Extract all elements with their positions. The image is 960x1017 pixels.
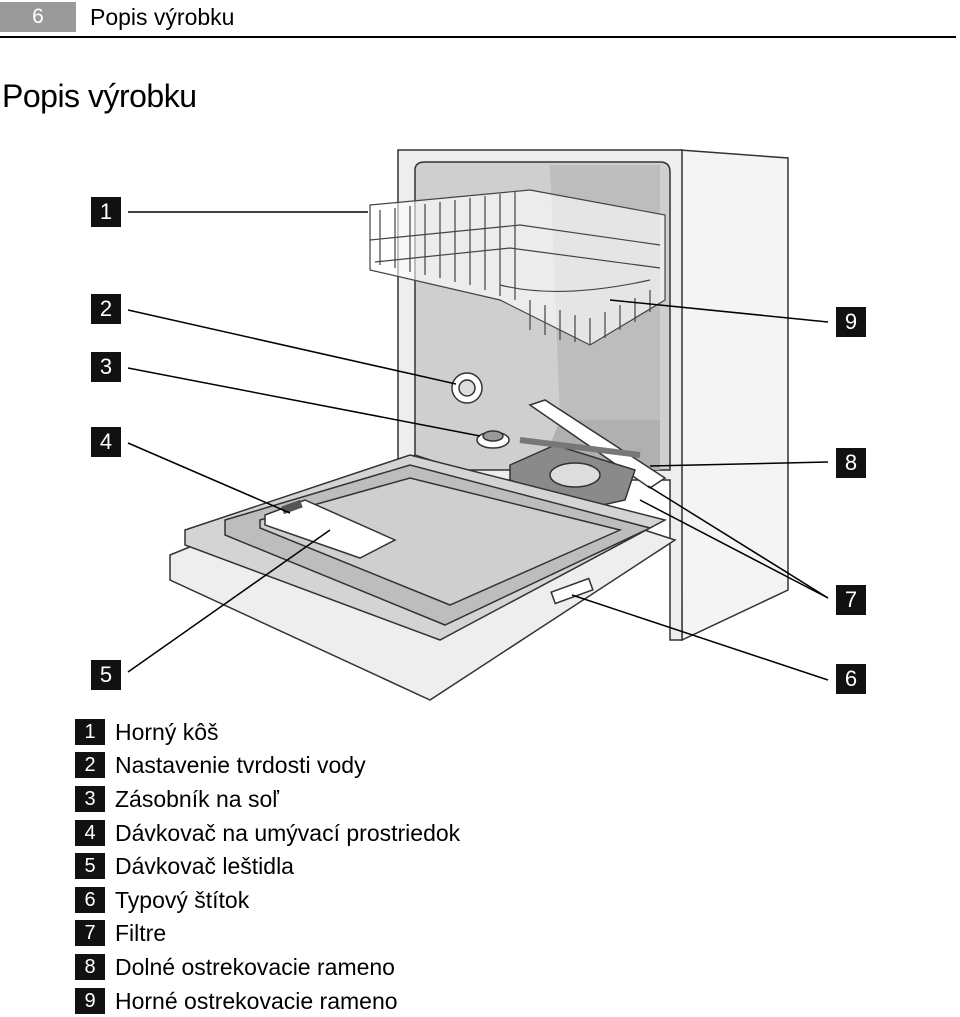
page-number: 6 xyxy=(0,2,76,32)
legend-item: 4 Dávkovač na umývací prostriedok xyxy=(75,816,460,850)
legend-item: 8 Dolné ostrekovacie rameno xyxy=(75,950,460,984)
legend-label: Typový štítok xyxy=(115,886,250,913)
legend-item: 1 Horný kôš xyxy=(75,715,460,749)
legend-item: 2 Nastavenie tvrdosti vody xyxy=(75,749,460,783)
legend-label: Horný kôš xyxy=(115,718,219,745)
legend-number: 4 xyxy=(75,819,105,846)
legend-number: 8 xyxy=(75,953,105,980)
header-title: Popis výrobku xyxy=(90,4,235,30)
legend-label: Filtre xyxy=(115,920,167,947)
page-header: 6 Popis výrobku xyxy=(0,0,960,38)
callout-2: 2 xyxy=(91,294,121,324)
legend-label: Dávkovač leštidla xyxy=(115,853,294,880)
callout-9: 9 xyxy=(836,307,866,337)
callout-4: 4 xyxy=(91,427,121,457)
legend-number: 5 xyxy=(75,853,105,880)
callout-5: 5 xyxy=(91,660,121,690)
legend-number: 1 xyxy=(75,718,105,745)
upper-basket xyxy=(369,189,666,346)
upper-spray-arm xyxy=(528,399,667,489)
leader-lines xyxy=(127,211,829,681)
legend-label: Zásobník na soľ xyxy=(115,785,279,812)
legend-number: 9 xyxy=(75,987,105,1014)
callout-6: 6 xyxy=(836,664,866,694)
legend-number: 7 xyxy=(75,920,105,947)
legend-item: 7 Filtre xyxy=(75,917,460,951)
legend-number: 6 xyxy=(75,886,105,913)
legend-label: Dolné ostrekovacie rameno xyxy=(115,953,395,980)
legend-item: 9 Horné ostrekovacie rameno xyxy=(75,984,460,1017)
dishwasher-illustration xyxy=(127,149,829,701)
legend-label: Dávkovač na umývací prostriedok xyxy=(115,819,461,846)
legend-number: 2 xyxy=(75,752,105,779)
header-rule xyxy=(0,36,956,38)
callout-3: 3 xyxy=(91,352,121,382)
legend-label: Nastavenie tvrdosti vody xyxy=(115,752,366,779)
lower-spray-arm xyxy=(519,437,641,458)
callout-8: 8 xyxy=(836,448,866,478)
legend-item: 6 Typový štítok xyxy=(75,883,460,917)
rating-plate xyxy=(550,577,594,605)
cabinet-side xyxy=(679,149,789,642)
page-title: Popis výrobku xyxy=(2,78,197,114)
callout-1: 1 xyxy=(91,197,121,227)
legend-label: Horné ostrekovacie rameno xyxy=(115,987,398,1014)
callout-7: 7 xyxy=(836,585,866,615)
legend-item: 5 Dávkovač leštidla xyxy=(75,849,460,883)
legend-item: 3 Zásobník na soľ xyxy=(75,782,460,816)
legend-number: 3 xyxy=(75,785,105,812)
parts-legend: 1 Horný kôš 2 Nastavenie tvrdosti vody 3 Zá… xyxy=(75,715,460,1017)
